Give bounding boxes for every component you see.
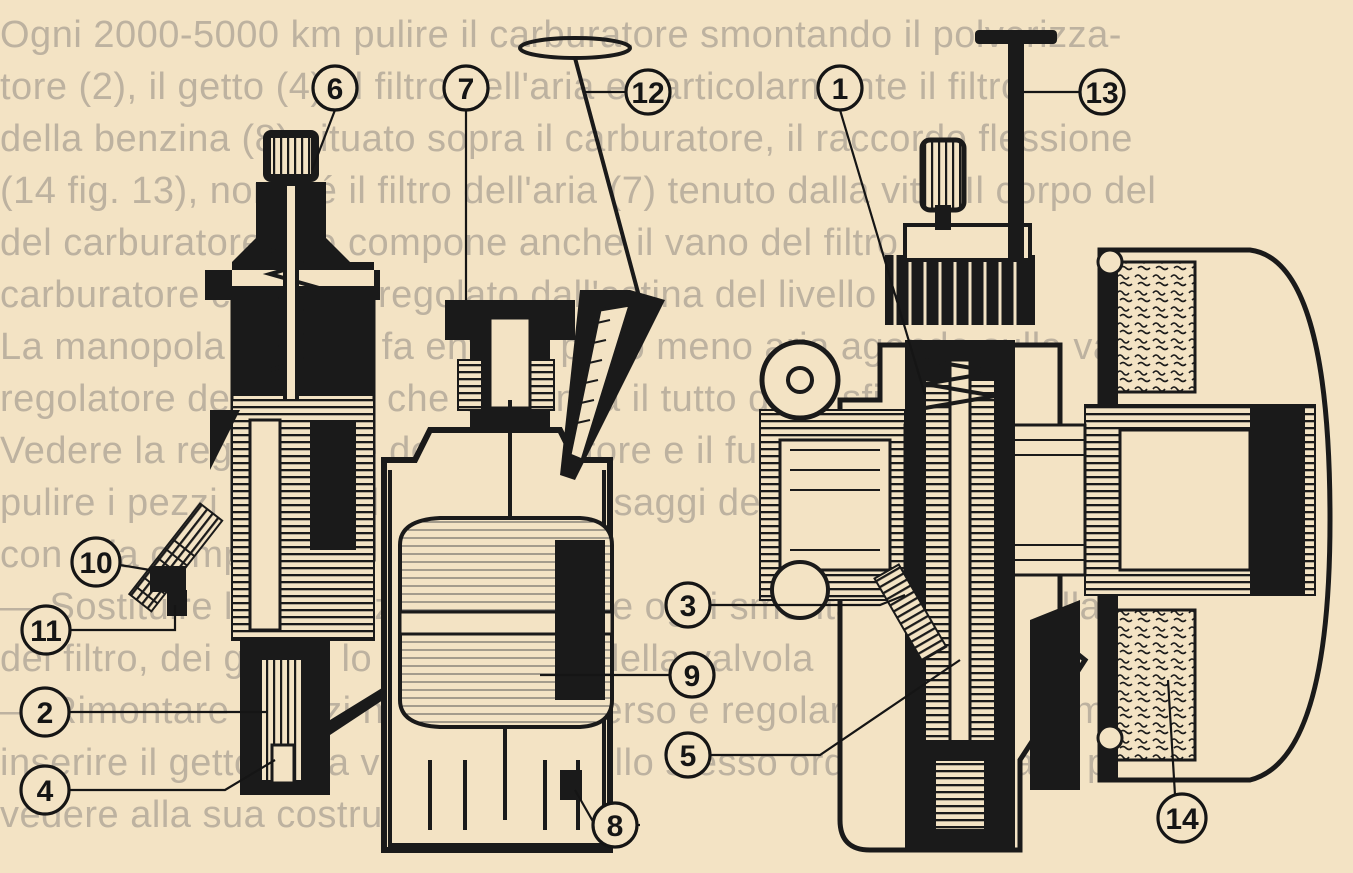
choke-knob — [975, 30, 1057, 44]
bowl-ribs — [428, 760, 580, 830]
callout-label: 2 — [37, 697, 54, 730]
filter-element-bottom — [1113, 608, 1197, 762]
idle-passage — [210, 410, 240, 470]
callout-label: 6 — [327, 73, 344, 106]
leader-6 — [310, 109, 337, 171]
callout-10: 10 — [70, 536, 122, 588]
tickler-ring — [518, 36, 632, 60]
return-spring — [924, 358, 996, 410]
venturi-wall — [310, 420, 356, 550]
leader-11 — [70, 605, 177, 632]
callout-7: 7 — [442, 64, 490, 112]
callout-6: 6 — [311, 64, 359, 112]
callout-label: 1 — [832, 73, 849, 106]
leader-14 — [1166, 679, 1177, 796]
callout-4: 4 — [19, 764, 71, 816]
callout-5: 5 — [664, 731, 712, 779]
callout-label: 14 — [1165, 803, 1199, 836]
callout-label: 13 — [1085, 77, 1118, 110]
callout-label: 11 — [30, 615, 62, 648]
callout-14: 14 — [1156, 792, 1208, 844]
leader-3 — [710, 593, 906, 607]
float-shadow — [555, 540, 605, 700]
float-bowl-section — [381, 290, 665, 853]
throttle-slide — [232, 286, 374, 396]
callout-label: 10 — [79, 547, 112, 580]
callout-label: 12 — [631, 77, 664, 110]
callout-leaders — [68, 90, 1177, 827]
leader-1 — [838, 109, 927, 396]
tickler-rod — [518, 36, 642, 301]
leader-4 — [68, 759, 276, 792]
float-needle-housing — [488, 316, 532, 410]
float-chamber-wall — [1030, 600, 1080, 790]
needle-valve-seat-right — [529, 359, 555, 411]
intake-flange — [1250, 405, 1305, 595]
left-carburetor-section — [127, 130, 395, 795]
callout-label: 3 — [680, 590, 697, 623]
callout-1: 1 — [816, 64, 864, 112]
needle-valve-seat-left — [457, 359, 483, 411]
leader-5 — [710, 659, 961, 757]
callout-label: 4 — [37, 775, 54, 808]
knurled-screw — [919, 137, 967, 213]
callout-label: 5 — [680, 740, 697, 773]
choke-rod — [1008, 40, 1024, 260]
adjuster-knob — [150, 566, 186, 592]
callout-13: 13 — [1078, 68, 1126, 116]
pilot-jet — [873, 563, 948, 663]
lock-nut — [167, 590, 187, 616]
callout-2: 2 — [19, 686, 71, 738]
mounting-ring — [759, 339, 841, 421]
callout-11: 11 — [20, 604, 72, 656]
lower-bolt-ring — [770, 560, 830, 620]
callout-8: 8 — [591, 801, 639, 849]
callout-label: 8 — [607, 810, 624, 843]
callout-label: 7 — [458, 73, 475, 106]
main-jet — [270, 743, 296, 785]
fuel-link — [330, 680, 395, 735]
callout-label: 9 — [684, 660, 701, 693]
filter-element-top — [1113, 260, 1197, 394]
adjuster-gear — [885, 255, 1035, 325]
callout-9: 9 — [668, 651, 716, 699]
leader-10 — [119, 563, 151, 572]
air-passage — [248, 418, 282, 632]
right-carburetor-view — [759, 30, 1333, 853]
top-cap-knurl — [271, 138, 311, 174]
callout-12: 12 — [624, 68, 672, 116]
callout-3: 3 — [664, 581, 712, 629]
